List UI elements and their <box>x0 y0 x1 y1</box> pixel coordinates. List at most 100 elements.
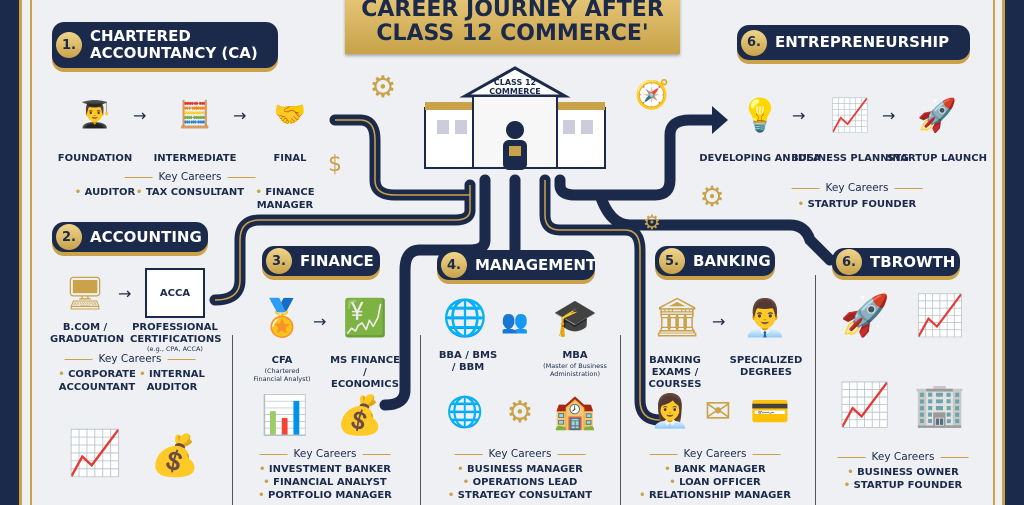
career-item: FINANCE MANAGER <box>250 186 320 212</box>
section-badge-finance: 3. FINANCE <box>262 246 380 276</box>
class12-building: CLASS 12 COMMERCE <box>415 58 615 178</box>
calculator-laptop-icon: 🧮 <box>178 100 212 130</box>
divider <box>420 335 421 505</box>
step-label: BBA / BMS / BBM <box>438 350 498 373</box>
office-tower-icon: 🏢 <box>913 380 967 429</box>
career-item: AUDITOR <box>75 186 135 199</box>
gear-icon: ⚙ <box>369 70 397 105</box>
money-growth-icon: 💹 <box>342 297 388 339</box>
key-careers-heading: Key Careers <box>644 448 787 460</box>
arrow-right-icon: → <box>233 106 247 125</box>
section-title: FINANCE <box>300 251 374 270</box>
title-line-2: CLASS 12 COMMERCE' <box>376 21 649 46</box>
career-item: STARTUP FOUNDER <box>798 198 917 211</box>
step-sublabel: (Chartered Financial Analyst) <box>253 367 311 383</box>
section-title: ACCOUNTING <box>90 227 202 246</box>
career-item: CORPORATE ACCOUNTANT <box>57 368 137 394</box>
road-to-entrepreneurship <box>554 114 721 201</box>
money-bag-icon: 💰 <box>150 432 200 479</box>
monitor-chart-icon: 🖥 <box>64 274 106 312</box>
laptop-rocket-icon: 🚀 <box>840 293 890 339</box>
arrow-right-icon: → <box>118 284 132 303</box>
section-number: 4. <box>441 252 467 278</box>
divider <box>232 335 233 505</box>
key-careers-heading: Key Careers <box>59 353 202 365</box>
career-list: BANK MANAGER LOAN OFFICER RELATIONSHIP M… <box>639 463 791 502</box>
key-careers-heading: Key Careers <box>254 448 397 460</box>
gold-border-line <box>993 0 995 505</box>
gear-icon: ⚙ <box>699 180 725 213</box>
career-list: BUSINESS OWNER STARTUP FOUNDER <box>844 466 963 492</box>
section-title: MANAGEMENT <box>475 255 597 274</box>
award-ribbon-icon: 🏅 <box>259 297 305 339</box>
section-title: BANKING <box>693 251 771 270</box>
credit-card-icon: 💳 <box>750 392 790 430</box>
arrow-right-icon: → <box>313 312 327 331</box>
bank-icon: 🏛 <box>652 295 702 339</box>
step-label: PROFESSIONAL CERTIFICATIONS <box>130 322 222 345</box>
key-careers-heading: Key Careers <box>449 448 592 460</box>
section-badge-growth: 6. TBROWTH <box>832 248 960 276</box>
graduate-icon: 🎓 <box>552 298 598 339</box>
career-item: TAX CONSULTANT <box>136 186 244 199</box>
right-frame <box>1002 0 1024 505</box>
rising-chart-icon: 📈 <box>838 380 892 429</box>
section-title: TBROWTH <box>870 252 956 271</box>
banker-icon: 👨‍💼 <box>742 297 788 339</box>
step-label: SPECIALIZED DEGREES <box>729 355 803 378</box>
office-building-icon: 🏫 <box>553 392 597 432</box>
step-label: FINAL <box>273 153 307 164</box>
step-label: B.COM / GRADUATION <box>50 322 125 345</box>
section-badge-entrepreneurship: 6. ENTREPRENEURSHIP <box>737 25 970 60</box>
section-number: 5. <box>659 248 685 274</box>
section-badge-ca: 1. CHARTERED ACCOUNTANCY (CA) <box>52 22 278 68</box>
divider <box>815 275 816 505</box>
loan-officer-icon: 👩‍💼 <box>650 392 690 430</box>
left-frame <box>0 0 22 505</box>
gear-icon: ⚙ <box>643 210 661 234</box>
step-label: INTERMEDIATE <box>153 153 237 164</box>
team-icon: 👥 <box>501 310 529 335</box>
acca-document-icon: ACCA <box>145 268 205 318</box>
compass-icon: 🧭 <box>634 78 670 111</box>
section-title: ENTREPRENEURSHIP <box>775 33 950 51</box>
road-to-finance <box>379 174 491 411</box>
money-bags-icon: 💰 <box>336 392 384 437</box>
section-number: 1. <box>56 32 82 58</box>
step-sublabel: (e.g., CPA, ACCA) <box>147 345 203 353</box>
divider <box>620 335 621 505</box>
section-badge-management: 4. MANAGEMENT <box>437 250 597 280</box>
section-number: 6. <box>741 29 767 56</box>
section-badge-banking: 5. BANKING <box>655 246 775 276</box>
career-list: INVESTMENT BANKER FINANCIAL ANALYST PORT… <box>258 463 392 502</box>
key-careers-heading: Key Careers <box>119 171 262 183</box>
step-label: DEVELOPING AN IDEA <box>699 153 821 164</box>
student-books-icon: 👨‍🎓 <box>78 100 112 130</box>
career-list: BUSINESS MANAGER OPERATIONS LEAD STRATEG… <box>448 463 592 502</box>
coins-icon: $ <box>328 152 342 177</box>
step-label: FOUNDATION <box>57 153 133 164</box>
step-label: STARTUP LAUNCH <box>887 153 987 164</box>
step-label: BANKING EXAMS / COURSES <box>648 355 702 390</box>
gears-icon: ⚙ <box>506 395 534 430</box>
step-label: CFA <box>271 355 293 366</box>
growth-chart-icon: 📈 <box>830 96 870 134</box>
arrow-right-icon: → <box>712 312 726 331</box>
title-banner: CAREER JOURNEY AFTER CLASS 12 COMMERCE' <box>345 0 680 54</box>
center-label: CLASS 12 COMMERCE <box>489 78 541 96</box>
section-number: 6. <box>836 249 862 275</box>
section-number: 2. <box>56 224 82 250</box>
arrow-right-icon: → <box>133 106 147 125</box>
key-careers-heading: Key Careers <box>832 451 975 463</box>
section-number: 3. <box>266 248 292 274</box>
envelope-icon: ✉ <box>704 392 732 430</box>
career-item: INTERNAL AUDITOR <box>137 368 207 394</box>
title-line-1: CAREER JOURNEY AFTER <box>361 0 664 22</box>
key-careers-heading: Key Careers <box>786 182 929 194</box>
step-sublabel: (Master of Business Administration) <box>543 362 607 378</box>
network-icon: 🌐 <box>446 395 484 430</box>
gold-border-line <box>30 0 32 505</box>
step-label: MBA <box>562 350 588 361</box>
road-to-growth <box>594 189 836 266</box>
